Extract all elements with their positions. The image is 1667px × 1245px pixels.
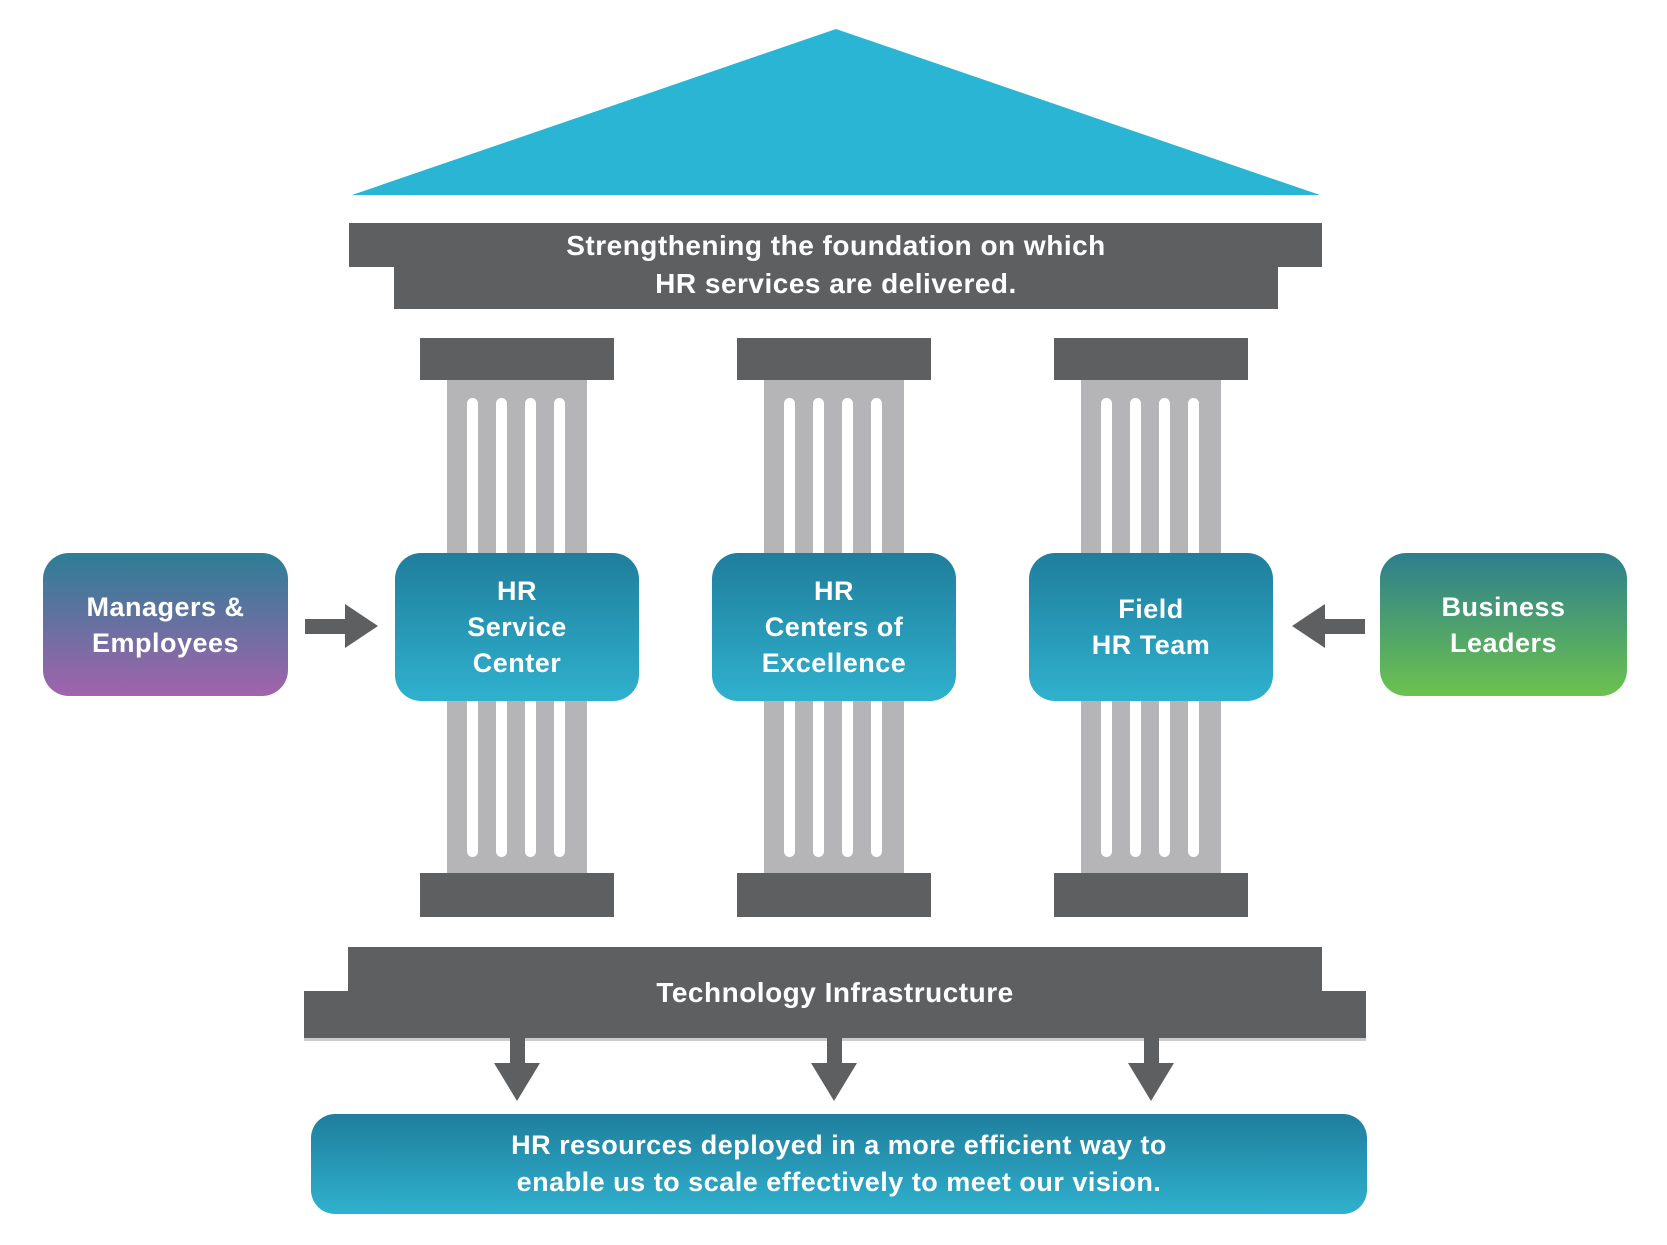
pillar-capital [1054,338,1248,380]
arrow-head [811,1063,857,1101]
node-label-line: Field [1118,594,1184,624]
arrow-down-icon [1128,1038,1174,1101]
box-managers-employees: Managers & Employees [43,553,288,696]
pillar-base [420,873,614,917]
node-label-line: HR [497,576,537,606]
node-label-line: Service [467,612,567,642]
entablature-cornice [349,223,1322,267]
node-label-line: Centers of [764,612,904,642]
pillar-base [737,873,931,917]
node-label-line: HR Team [1091,630,1211,660]
arrow-shaft [510,1038,525,1063]
box-label-line: Business [1441,591,1566,622]
node-hr-service-center: HR Service Center [395,553,639,701]
arrow-shaft [305,619,345,634]
outcome-line1: HR resources deployed in a more efficien… [511,1130,1167,1160]
box-label-line: Employees [91,627,240,658]
foundation-caption-label: Technology Infrastructure [656,976,1014,1008]
arrow-shaft [1325,619,1365,634]
pillar-capital [420,338,614,380]
node-label-line: Excellence [761,648,907,678]
foundation-step-upper [348,947,1322,991]
arrow-shaft [1144,1038,1159,1063]
foundation-caption: Technology Infrastructure [348,947,1322,1038]
entablature-caption: Strengthening the foundation on which HR… [394,221,1278,309]
pillar-capital [737,338,931,380]
arrow-left-icon [1292,604,1365,649]
arrow-head [1292,604,1325,648]
entablature-caption-line2: HR services are delivered. [655,268,1017,299]
entablature-frieze [394,267,1278,309]
arrow-down-icon [494,1038,540,1101]
entablature-caption-line1: Strengthening the foundation on which [566,230,1106,261]
outcome-line2: enable us to scale effectively to meet o… [516,1167,1162,1197]
pillar-base [1054,873,1248,917]
arrow-right-icon [305,604,378,649]
box-label-line: Managers & [86,591,245,622]
node-label-line: HR [814,576,854,606]
node-hr-centers-of-excellence: HR Centers of Excellence [712,553,956,701]
foundation-step-lower [304,991,1366,1038]
box-outcome: HR resources deployed in a more efficien… [311,1114,1367,1214]
box-business-leaders: Business Leaders [1380,553,1627,696]
box-label-line: Leaders [1449,627,1558,658]
arrow-head [345,604,378,648]
arrow-head [1128,1063,1174,1101]
node-label-line: Center [472,648,562,678]
arrow-down-icon [811,1038,857,1101]
arrow-shaft [827,1038,842,1063]
node-field-hr-team: Field HR Team [1029,553,1273,701]
arrow-head [494,1063,540,1101]
roof-triangle-icon [352,29,1320,195]
